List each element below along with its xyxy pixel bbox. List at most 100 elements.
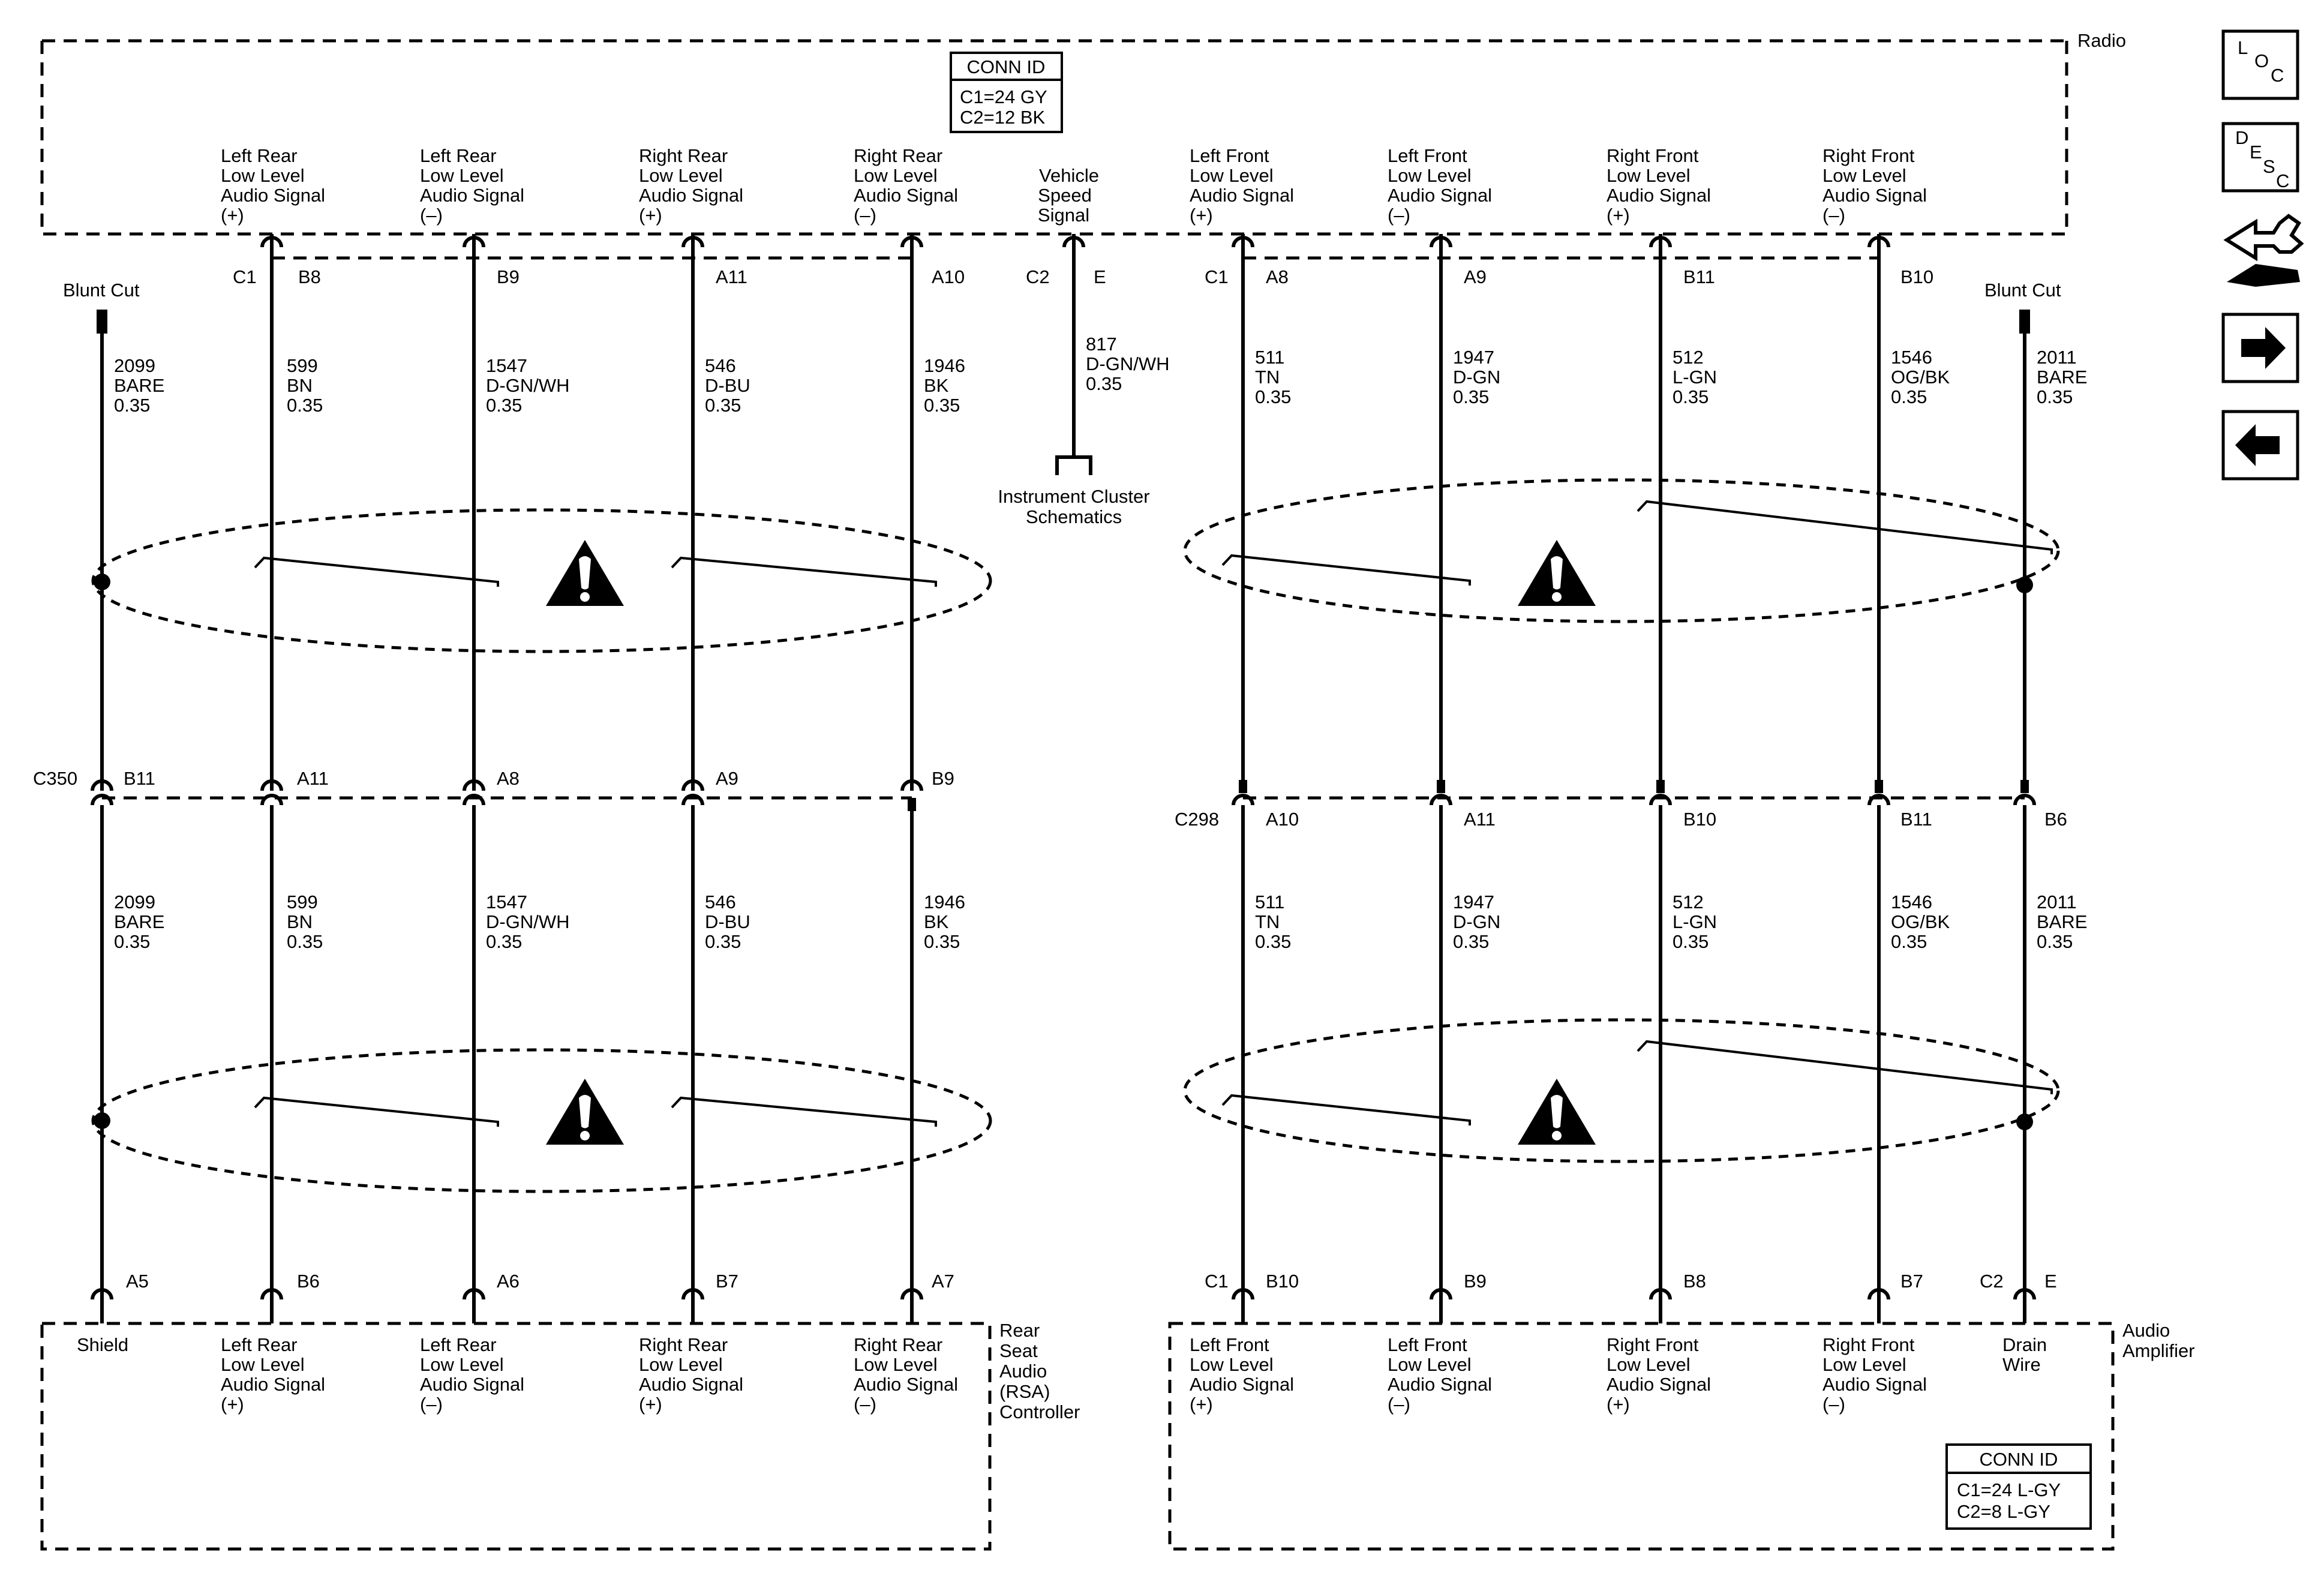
radio-outline [40, 39, 2068, 236]
svg-text:(+): (+) [639, 1394, 662, 1415]
svg-text:L-GN: L-GN [1673, 367, 1717, 388]
svg-text:B6: B6 [2044, 809, 2067, 830]
connector-c2-amp: C2 [1980, 1271, 2004, 1292]
svg-text:C1=24 GY: C1=24 GY [960, 86, 1047, 107]
svg-text:546: 546 [705, 355, 736, 376]
radio-pin-vehicle-speed: Vehicle Speed Signal [1038, 165, 1099, 226]
radio-pin-left-rear-minus: Left Rear Low Level Audio Signal (–) [420, 145, 524, 226]
svg-text:TN: TN [1255, 911, 1280, 932]
warning-icon[interactable] [1518, 540, 1596, 606]
svg-text:D: D [2235, 127, 2248, 148]
shield-upper-right [1183, 478, 2060, 623]
svg-text:BK: BK [924, 375, 949, 396]
svg-text:A9: A9 [716, 768, 738, 789]
amp-pin-left-front-plus: Left Front Low Level Audio Signal (+) [1190, 1334, 1294, 1415]
svg-text:Right Front: Right Front [1607, 145, 1699, 166]
svg-text:Low Level: Low Level [221, 165, 305, 186]
svg-text:B9: B9 [1464, 1271, 1487, 1292]
desc-button[interactable]: D E S C [2221, 122, 2299, 193]
svg-text:BK: BK [924, 911, 949, 932]
svg-text:A11: A11 [716, 266, 747, 287]
svg-text:0.35: 0.35 [1453, 386, 1489, 407]
svg-text:Audio Signal: Audio Signal [639, 1374, 743, 1395]
svg-text:E: E [1094, 266, 1106, 287]
svg-text:Audio Signal: Audio Signal [1822, 1374, 1927, 1395]
svg-text:0.35: 0.35 [924, 395, 960, 416]
amp-pin-right-front-minus: Right Front Low Level Audio Signal (–) [1822, 1334, 1927, 1415]
svg-text:Left Rear: Left Rear [221, 145, 298, 166]
blunt-cut-right: Blunt Cut [1984, 280, 2061, 334]
svg-text:(RSA): (RSA) [999, 1381, 1050, 1402]
svg-text:546: 546 [705, 891, 736, 912]
svg-text:817: 817 [1086, 334, 1117, 355]
warning-icon[interactable] [546, 540, 624, 606]
svg-text:CONN ID: CONN ID [1980, 1449, 2058, 1470]
radio-pin-left-front-plus: Left Front Low Level Audio Signal (+) [1190, 145, 1294, 226]
svg-text:Right Rear: Right Rear [639, 1334, 728, 1355]
connector-c298: C298 [1175, 809, 1219, 830]
svg-text:0.35: 0.35 [1673, 931, 1709, 952]
svg-text:Audio Signal: Audio Signal [1607, 1374, 1711, 1395]
blunt-cut-left: Blunt Cut [63, 280, 140, 334]
svg-text:0.35: 0.35 [705, 931, 741, 952]
radio-pin-left-front-minus: Left Front Low Level Audio Signal (–) [1388, 145, 1492, 226]
svg-text:BN: BN [287, 375, 313, 396]
warning-icon[interactable] [1518, 1079, 1596, 1145]
svg-text:C: C [2271, 65, 2284, 86]
svg-text:A5: A5 [126, 1271, 149, 1292]
connector-diagram-icon[interactable] [2223, 214, 2304, 287]
svg-text:Audio Signal: Audio Signal [1190, 1374, 1294, 1395]
radio-pin-right-front-plus: Right Front Low Level Audio Signal (+) [1607, 145, 1711, 226]
svg-text:1947: 1947 [1453, 347, 1494, 368]
svg-text:Right Rear: Right Rear [854, 1334, 942, 1355]
svg-text:Right Front: Right Front [1822, 1334, 1915, 1355]
svg-text:1546: 1546 [1891, 891, 1932, 912]
svg-text:Audio Signal: Audio Signal [1607, 185, 1711, 206]
svg-text:2099: 2099 [114, 891, 155, 912]
svg-text:Drain: Drain [2002, 1334, 2047, 1355]
svg-text:Low Level: Low Level [1190, 1354, 1274, 1375]
svg-text:0.35: 0.35 [1891, 931, 1927, 952]
svg-text:0.35: 0.35 [2037, 386, 2073, 407]
svg-text:Low Level: Low Level [639, 1354, 723, 1375]
svg-text:E: E [2250, 142, 2262, 163]
svg-text:B11: B11 [1683, 266, 1715, 287]
svg-text:(–): (–) [420, 1394, 443, 1415]
svg-text:BN: BN [287, 911, 313, 932]
loc-button[interactable]: L O C [2221, 29, 2299, 100]
svg-text:L-GN: L-GN [1673, 911, 1717, 932]
svg-text:511: 511 [1255, 891, 1284, 912]
svg-text:A8: A8 [497, 768, 520, 789]
svg-text:Audio: Audio [2122, 1320, 2170, 1341]
warning-icon[interactable] [546, 1079, 624, 1145]
svg-text:1947: 1947 [1453, 891, 1494, 912]
svg-text:Low Level: Low Level [1607, 165, 1691, 186]
svg-text:Speed: Speed [1038, 185, 1092, 206]
svg-text:0.35: 0.35 [486, 931, 522, 952]
svg-text:A11: A11 [297, 768, 329, 789]
svg-text:1547: 1547 [486, 355, 527, 376]
svg-text:Low Level: Low Level [1822, 165, 1906, 186]
svg-text:Low Level: Low Level [854, 1354, 938, 1375]
pin-terminals [91, 234, 2036, 1300]
svg-text:(–): (–) [1822, 205, 1845, 226]
svg-text:2011: 2011 [2037, 347, 2077, 368]
svg-text:0.35: 0.35 [1673, 386, 1709, 407]
svg-text:TN: TN [1255, 367, 1280, 388]
svg-text:Instrument Cluster: Instrument Cluster [998, 486, 1149, 507]
svg-text:Left Rear: Left Rear [420, 145, 497, 166]
previous-arrow-button[interactable] [2221, 410, 2299, 481]
svg-text:Left Front: Left Front [1190, 1334, 1269, 1355]
svg-text:512: 512 [1673, 347, 1704, 368]
svg-text:Right Front: Right Front [1822, 145, 1915, 166]
next-arrow-button[interactable] [2221, 313, 2299, 383]
